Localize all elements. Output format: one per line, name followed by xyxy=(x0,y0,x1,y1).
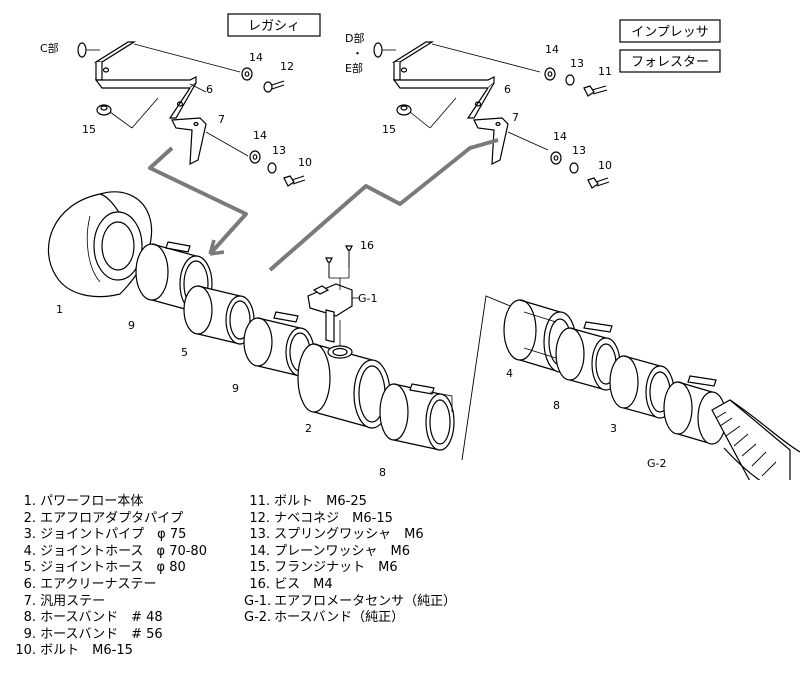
part-item-8: 8. ホースバンド # 48 xyxy=(23,610,163,626)
detail-e-label: E部 xyxy=(345,61,363,75)
part-item-1: 1. パワーフロー本体 xyxy=(23,494,144,509)
callout-15-left: 15 xyxy=(82,123,96,136)
part-item-g1: G-1. エアフロメータセンサ（純正） xyxy=(244,593,457,609)
callout-11: 11 xyxy=(598,65,612,78)
main-assembly xyxy=(47,191,455,451)
part-item-6: 6. エアクリーナステー xyxy=(23,576,157,592)
part-item-5: 5. ジョイントホース φ 80 xyxy=(23,560,186,576)
callout-7-left: 7 xyxy=(218,113,225,126)
part-item-4: 4. ジョイントホース φ 70-80 xyxy=(23,543,207,559)
part-item-9: 9. ホースバンド # 56 xyxy=(23,626,163,642)
right-assembly xyxy=(503,299,800,480)
exploded-parts-diagram: レガシィ インプレッサ フォレスター C部 D部 ・ E部 xyxy=(40,13,800,480)
part-item-10: 10. ボルト M6-15 xyxy=(15,643,133,659)
callout-14-left-lower: 14 xyxy=(253,129,267,142)
callout-2: 2 xyxy=(305,422,312,435)
callout-1: 1 xyxy=(56,303,63,316)
callout-13-left: 13 xyxy=(272,144,286,157)
right-assembly-leader xyxy=(461,295,521,461)
forester-label: フォレスター xyxy=(631,55,709,70)
part-item-3: 3. ジョイントパイプ φ 75 xyxy=(23,527,187,543)
callout-6-left: 6 xyxy=(206,83,213,96)
callout-12: 12 xyxy=(280,60,294,73)
callout-5: 5 xyxy=(181,346,188,359)
callout-15-right: 15 xyxy=(382,123,396,136)
part-item-15: 15. フランジナット M6 xyxy=(249,560,398,576)
callout-g2: G-2 xyxy=(647,457,667,470)
callout-13-right-lower: 13 xyxy=(572,144,586,157)
callout-labels: 1 2 3 4 5 6 6 7 7 8 8 9 9 10 10 11 12 13… xyxy=(56,43,667,479)
forester-box: フォレスター xyxy=(619,49,721,73)
parts-list-right: 11. ボルト M6-25 12. ナベコネジ M6-15 13. スプリングワ… xyxy=(244,494,456,627)
legacy-box: レガシィ xyxy=(227,13,321,37)
callout-g1: G-1 xyxy=(358,292,378,305)
callout-16: 16 xyxy=(360,239,374,252)
part-item-11: 11. ボルト M6-25 xyxy=(249,494,367,509)
callout-9-lower: 9 xyxy=(232,382,239,395)
parts-list-left: 1. パワーフロー本体 2. エアフロアダプタパイプ 3. ジョイントパイプ φ… xyxy=(10,494,207,660)
callout-7-right: 7 xyxy=(512,111,519,124)
legacy-label: レガシィ xyxy=(248,19,300,34)
part-item-g2: G-2. ホースバンド（純正） xyxy=(244,610,405,626)
callout-14-left-upper: 14 xyxy=(249,51,263,64)
callout-3: 3 xyxy=(610,422,617,435)
callout-14-right-lower: 14 xyxy=(553,130,567,143)
callout-13-right-upper: 13 xyxy=(570,57,584,70)
callout-10-right: 10 xyxy=(598,159,612,172)
callout-10-left: 10 xyxy=(298,156,312,169)
part-item-16: 16. ビス M4 xyxy=(249,576,333,592)
callout-4: 4 xyxy=(506,367,513,380)
callout-9-left: 9 xyxy=(128,319,135,332)
impreza-box: インプレッサ xyxy=(619,19,721,43)
right-bracket-group xyxy=(373,41,610,189)
detail-d-label: D部 xyxy=(345,31,364,45)
callout-6-right: 6 xyxy=(504,83,511,96)
part-item-2: 2. エアフロアダプタパイプ xyxy=(23,510,184,526)
callout-8-bottom: 8 xyxy=(379,466,386,479)
callout-14-right-upper: 14 xyxy=(545,43,559,56)
part-item-13: 13. スプリングワッシャ M6 xyxy=(249,527,424,543)
part-item-14: 14. プレーンワッシャ M6 xyxy=(249,543,410,559)
part-item-12: 12. ナベコネジ M6-15 xyxy=(249,510,393,526)
detail-c-label: C部 xyxy=(40,41,59,55)
impreza-label: インプレッサ xyxy=(631,25,709,40)
callout-8-right: 8 xyxy=(553,399,560,412)
part-item-7: 7. 汎用ステー xyxy=(23,593,106,609)
detail-dot: ・ xyxy=(352,47,363,60)
left-bracket-group xyxy=(77,41,306,187)
assembly-arrows xyxy=(148,138,499,272)
